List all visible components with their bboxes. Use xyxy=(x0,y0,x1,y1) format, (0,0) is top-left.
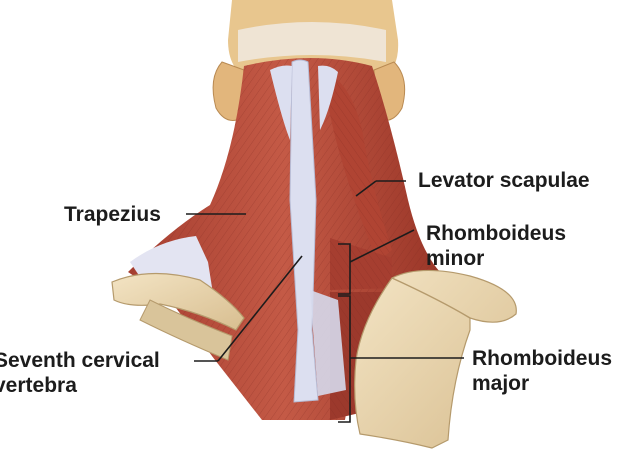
spinal-aponeurosis xyxy=(270,59,346,403)
label-seventh-cervical-line1: Seventh cervical xyxy=(0,349,160,372)
label-trapezius: Trapezius xyxy=(64,202,161,227)
head-skin xyxy=(228,0,399,80)
leader-lines xyxy=(186,180,464,423)
rhomboideus-minor-bracket xyxy=(338,243,351,295)
label-rhomboideus-minor-line1: Rhomboideus xyxy=(426,222,566,245)
levator-scapulae-leader-diag xyxy=(355,180,377,197)
seventh-cervical-leader-diag xyxy=(217,255,303,362)
rhomboideus-minor-leader xyxy=(349,229,415,263)
label-seventh-cervical-line2: vertebra xyxy=(0,374,77,397)
label-rhomboideus-minor: Rhomboideus minor xyxy=(426,221,566,271)
label-levator-scapulae: Levator scapulae xyxy=(418,168,590,193)
right-scapula xyxy=(354,269,517,449)
label-rhomboideus-major-line1: Rhomboideus xyxy=(472,347,612,370)
label-rhomboideus-major-line2: major xyxy=(472,372,530,395)
label-rhomboideus-minor-line2: minor xyxy=(426,247,485,270)
label-levator-scapulae-text: Levator scapulae xyxy=(418,169,590,192)
levator-scapulae-muscle xyxy=(322,70,392,262)
rhomboideus-major-bracket xyxy=(338,295,351,423)
label-trapezius-text: Trapezius xyxy=(64,203,161,226)
label-seventh-cervical-vertebra: Seventh cervical vertebra xyxy=(0,348,160,398)
left-scapula-spine xyxy=(111,272,245,361)
rhomboideus-minor-muscle xyxy=(330,238,392,290)
label-rhomboideus-major: Rhomboideus major xyxy=(472,346,612,396)
